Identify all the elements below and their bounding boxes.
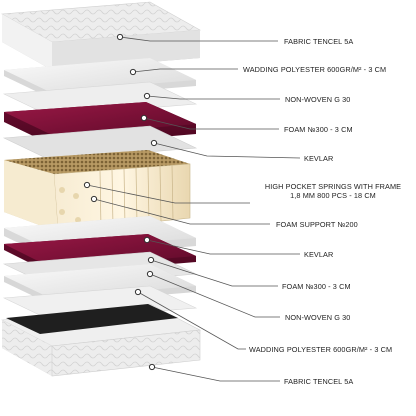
label-wadding-top: WADDING POLYESTER 600GR/M² - 3 CM: [243, 65, 387, 74]
label-nonwoven-top: NON-WOVEN G 30: [285, 95, 351, 104]
label-pocket-springs: HIGH POCKET SPRINGS WITH FRAME 1,8 MM 80…: [250, 182, 416, 200]
layer-top-fabric: [0, 1, 202, 70]
label-kevlar-top: KEVLAR: [304, 154, 334, 163]
callout-lines: [86, 36, 301, 382]
label-kevlar-bottom: KEVLAR: [304, 250, 334, 259]
label-wadding-bottom: WADDING POLYESTER 600GR/M² - 3 CM: [249, 345, 393, 354]
label-foam-bottom: FOAM №300 - 3 CM: [282, 282, 351, 291]
layer-pocket-springs: [4, 150, 191, 233]
label-pocket-springs-line1: HIGH POCKET SPRINGS WITH FRAME: [264, 182, 402, 191]
label-foam-top: FOAM №300 - 3 CM: [284, 125, 353, 134]
label-foam-support: FOAM SUPPORT №200: [276, 220, 358, 229]
label-fabric-bottom: FABRIC TENCEL 5A: [284, 377, 354, 386]
layer-bottom-fabric: [0, 303, 202, 377]
label-nonwoven-bottom: NON-WOVEN G 30: [285, 313, 351, 322]
callout-markers: [83, 33, 158, 371]
label-fabric-top: FABRIC TENCEL 5A: [284, 37, 354, 46]
label-pocket-springs-line2: 1,8 MM 800 PCS - 18 CM: [290, 191, 376, 200]
